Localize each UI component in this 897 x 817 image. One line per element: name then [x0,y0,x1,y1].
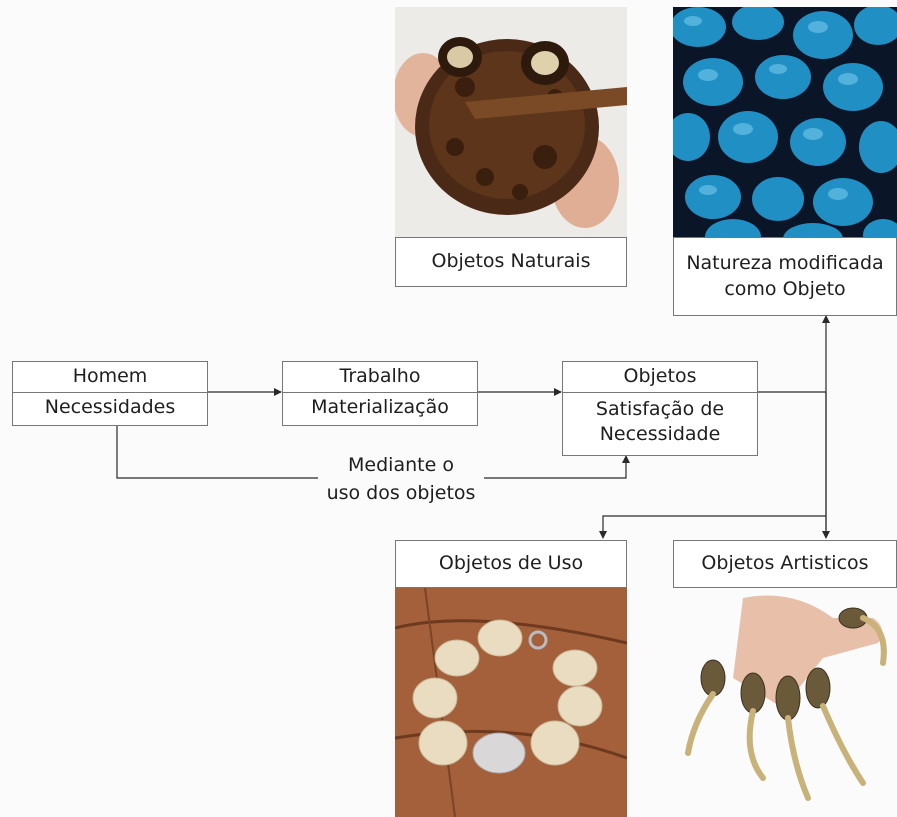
mediante-line1: Mediante o [318,452,484,480]
seed-pod-image [395,7,627,237]
node-objetos-satisfacao: Objetos Satisfação de Necessidade [562,361,758,456]
natural-seed-pod-photo [395,7,627,237]
claw-rings-photo [673,588,897,817]
node-trabalho-label: Trabalho [283,362,477,392]
caption-objetos-naturais: Objetos Naturais [395,237,627,287]
node-trabalho-materializacao: Trabalho Materialização [282,361,478,426]
caption-natureza-modificada-line2: como Objeto [724,277,845,303]
bracelet-photo [395,588,627,817]
caption-objetos-de-uso: Objetos de Uso [395,540,627,588]
node-necessidades-label: Necessidades [13,392,207,423]
caption-objetos-de-uso-text: Objetos de Uso [439,551,583,577]
caption-objetos-naturais-text: Objetos Naturais [432,249,591,275]
mediante-label: Mediante o uso dos objetos [318,452,484,507]
node-homem-label: Homem [13,362,207,392]
node-materializacao-label: Materialização [283,392,477,423]
blue-seeds-photo [673,7,897,237]
mediante-line2: uso dos objetos [318,480,484,508]
node-satisfacao-label: Satisfação de Necessidade [563,392,757,450]
caption-natureza-modificada-line1: Natureza modificada [686,251,883,277]
blue-seeds-image [673,7,897,237]
node-satisfacao-line2: Necessidade [563,422,757,448]
arrow-trunk-uso [603,516,826,538]
node-satisfacao-line1: Satisfação de [563,397,757,423]
caption-objetos-artisticos: Objetos Artisticos [673,540,897,588]
caption-objetos-artisticos-text: Objetos Artisticos [701,551,868,577]
claw-rings-image [673,588,897,817]
node-homem-necessidades: Homem Necessidades [12,361,208,426]
bracelet-image [395,588,627,817]
caption-natureza-modificada: Natureza modificada como Objeto [673,237,897,316]
node-objetos-label: Objetos [563,362,757,392]
